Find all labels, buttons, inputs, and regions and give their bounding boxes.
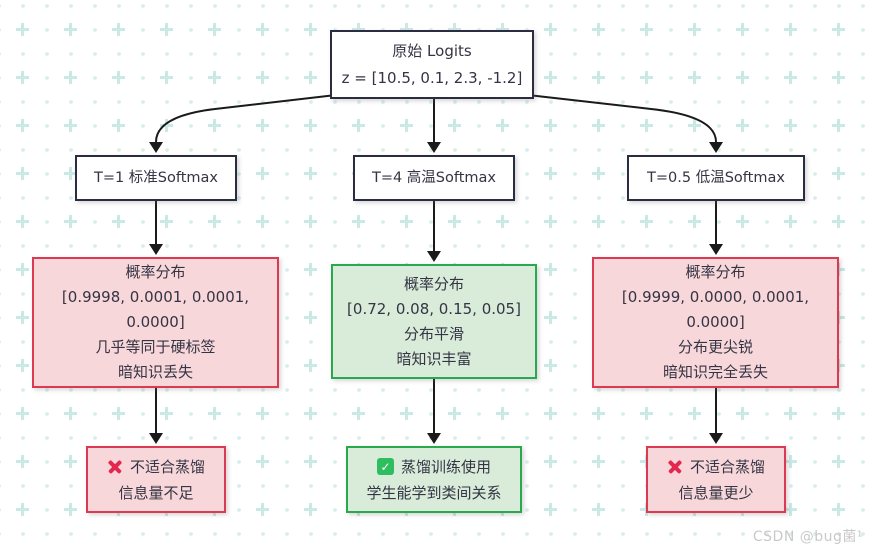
node-t1-verdict: 不适合蒸馏 信息量不足 xyxy=(86,446,226,513)
verdict-headline: 不适合蒸馏 xyxy=(107,454,205,480)
result-line: [0.9998, 0.0001, 0.0001, xyxy=(61,288,250,306)
verdict-subtext: 学生能学到类间关系 xyxy=(366,483,502,502)
arrowhead xyxy=(709,142,723,153)
node-original-logits: 原始 Logits z = [10.5, 0.1, 2.3, -1.2] xyxy=(330,30,534,99)
arrowhead xyxy=(427,433,441,444)
verdict-subtext: 信息量不足 xyxy=(118,483,194,502)
verdict-text: 蒸馏训练使用 xyxy=(400,457,491,476)
node-t4-distribution: 概率分布 [0.72, 0.08, 0.15, 0.05] 分布平滑 暗知识丰富 xyxy=(331,264,537,379)
result-line: 暗知识完全丢失 xyxy=(662,363,768,381)
result-line: 概率分布 xyxy=(125,263,186,281)
cross-icon xyxy=(667,459,683,475)
arrowhead xyxy=(149,142,163,153)
node-t05-distribution: 概率分布 [0.9999, 0.0000, 0.0001, 0.0000] 分布… xyxy=(592,257,839,388)
node-t05-verdict: 不适合蒸馏 信息量更少 xyxy=(646,446,786,513)
cross-icon xyxy=(107,459,123,475)
arrowhead xyxy=(427,142,441,153)
arrowhead xyxy=(709,433,723,444)
verdict-text: 不适合蒸馏 xyxy=(129,457,205,476)
arrowhead xyxy=(149,244,163,255)
check-icon: ✓ xyxy=(376,458,394,475)
verdict-text: 不适合蒸馏 xyxy=(689,457,765,476)
node-t4-verdict: ✓ 蒸馏训练使用 学生能学到类间关系 xyxy=(346,446,522,513)
result-line: 分布更尖锐 xyxy=(677,338,753,356)
node-title: 原始 Logits xyxy=(392,41,472,60)
node-t05-softmax: T=0.5 低温Softmax xyxy=(627,155,805,201)
verdict-subtext: 信息量更少 xyxy=(678,483,754,502)
csdn-watermark: CSDN @bug菌¹ xyxy=(752,529,863,545)
arrowhead xyxy=(427,251,441,262)
node-t1-softmax: T=1 标准Softmax xyxy=(75,155,237,201)
result-line: [0.9999, 0.0000, 0.0001, xyxy=(621,288,810,306)
result-line: 0.0000] xyxy=(686,313,745,331)
node-t4-softmax: T=4 高温Softmax xyxy=(353,155,515,201)
node-t1-distribution: 概率分布 [0.9998, 0.0001, 0.0001, 0.0000] 几乎… xyxy=(32,257,279,388)
node-label: T=0.5 低温Softmax xyxy=(647,169,785,186)
arrowhead xyxy=(149,433,163,444)
result-line: 几乎等同于硬标签 xyxy=(95,338,216,356)
result-line: 概率分布 xyxy=(403,274,464,293)
result-line: 概率分布 xyxy=(685,263,746,281)
edge-root-to-t1 xyxy=(155,94,337,143)
verdict-headline: ✓ 蒸馏训练使用 xyxy=(376,454,491,480)
node-label: T=4 高温Softmax xyxy=(371,169,497,186)
result-line: 暗知识丰富 xyxy=(396,349,472,368)
result-line: 0.0000] xyxy=(126,313,185,331)
result-line: 暗知识丢失 xyxy=(117,363,193,381)
result-line: [0.72, 0.08, 0.15, 0.05] xyxy=(347,299,521,318)
verdict-headline: 不适合蒸馏 xyxy=(667,454,765,480)
node-label: T=1 标准Softmax xyxy=(93,169,219,186)
edge-root-to-t05 xyxy=(527,94,717,143)
result-line: 分布平滑 xyxy=(403,324,464,343)
logits-value: z = [10.5, 0.1, 2.3, -1.2] xyxy=(341,68,523,87)
arrowhead xyxy=(709,244,723,255)
